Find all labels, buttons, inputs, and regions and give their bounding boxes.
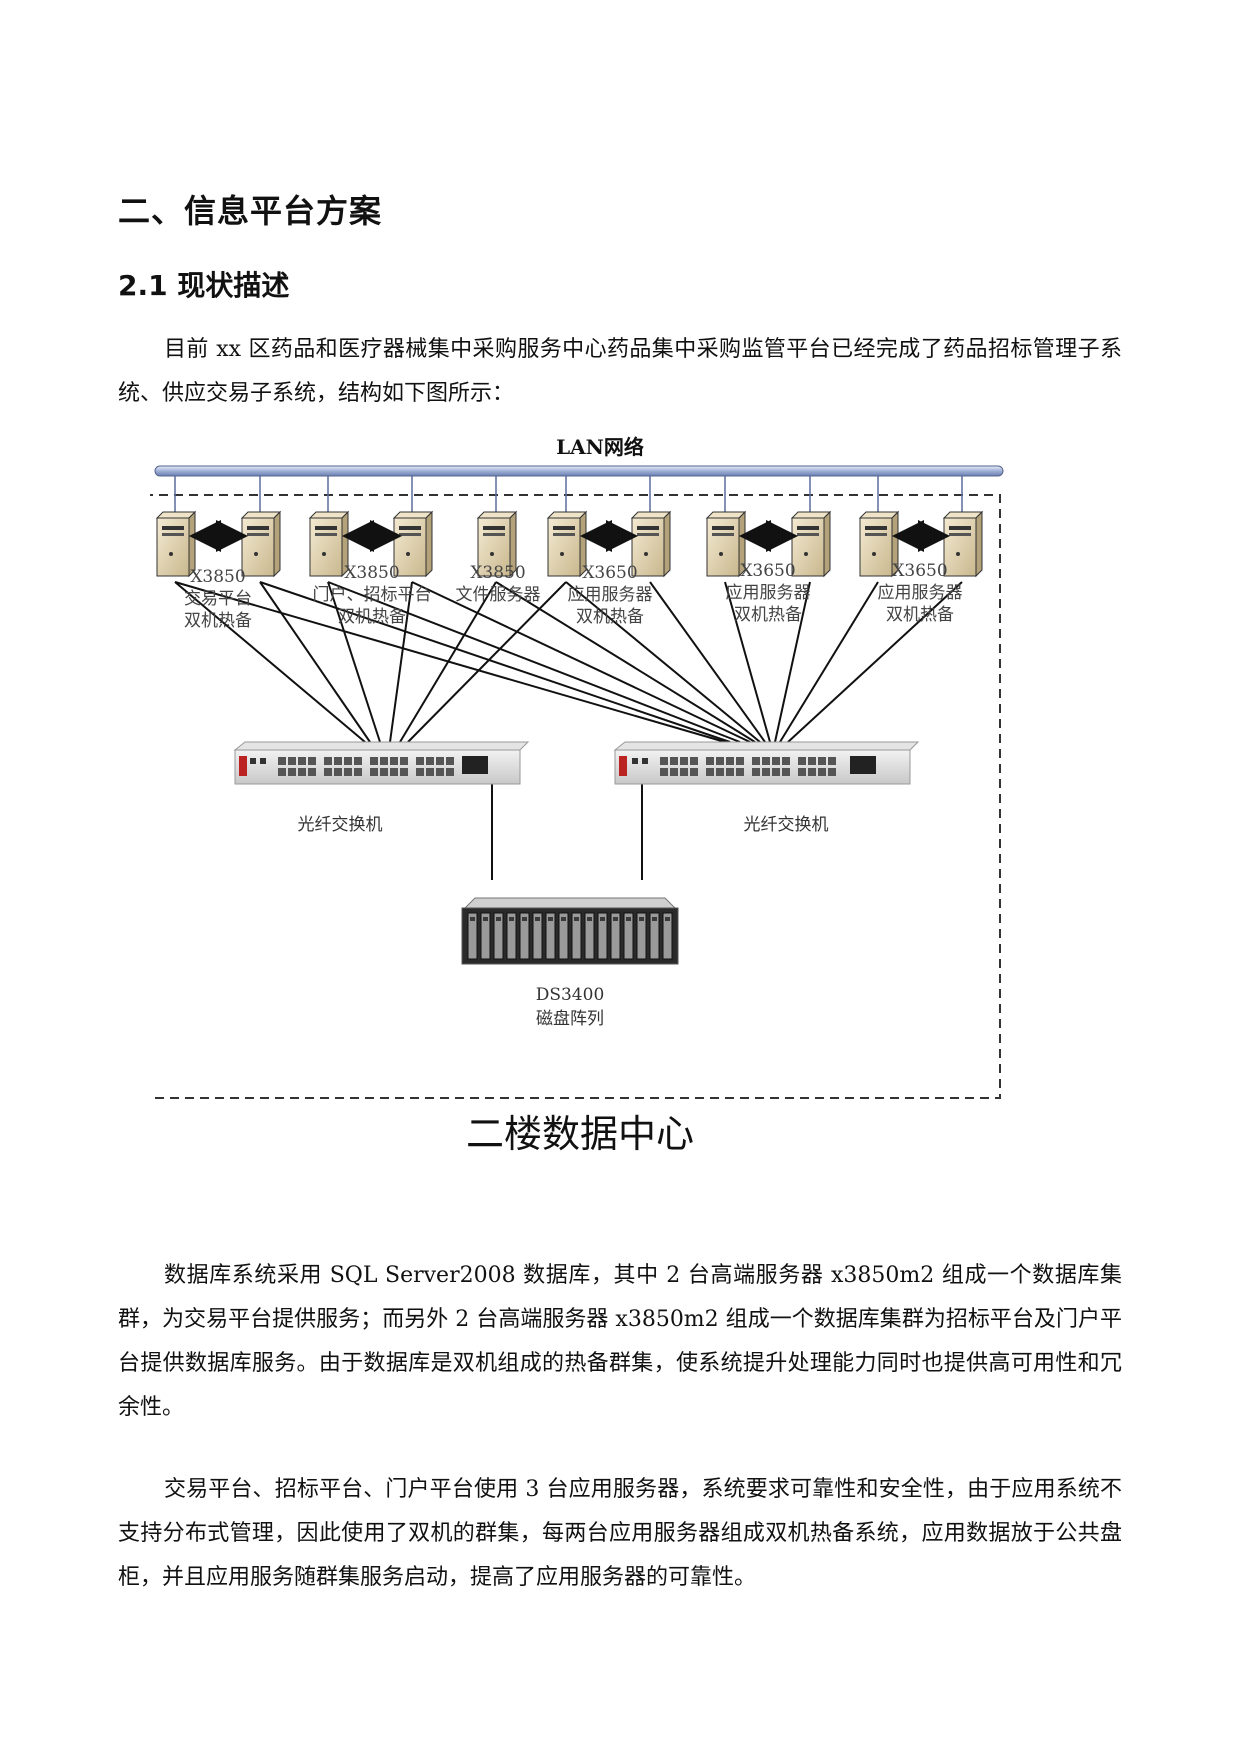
server-icon: [630, 510, 672, 578]
server-icon: [308, 510, 350, 578]
fiber-switch-left: [233, 741, 530, 785]
storage-label: 磁盘阵列: [536, 1009, 604, 1029]
server-group-6-model: X3650: [892, 561, 947, 581]
server-icon: [858, 510, 900, 578]
servers: [155, 510, 984, 578]
server-group-4-model: X3650: [582, 563, 637, 583]
server-group-1-role: 交易平台: [184, 589, 252, 609]
fiber-switch-right: [613, 741, 920, 785]
server-icon: [790, 510, 832, 578]
storage-model: DS3400: [536, 985, 605, 1005]
server-group-5-model: X3650: [740, 561, 795, 581]
switch-left-label: 光纤交换机: [298, 815, 383, 835]
server-group-3-role: 文件服务器: [456, 585, 541, 605]
server-group-6-mode: 双机热备: [886, 605, 954, 625]
server-group-2-mode: 双机热备: [338, 607, 406, 627]
server-group-4-mode: 双机热备: [576, 607, 644, 627]
intro-paragraph: 目前 xx 区药品和医疗器械集中采购服务中心药品集中采购监管平台已经完成了药品招…: [118, 337, 1122, 406]
datacenter-caption: 二楼数据中心: [466, 1112, 694, 1156]
server-icon: [942, 510, 984, 578]
server-group-3-model: X3850: [470, 563, 525, 583]
server-icon: [155, 510, 197, 578]
switch-right-label: 光纤交换机: [744, 815, 829, 835]
lan-label: LAN网络: [556, 435, 644, 459]
section-heading: 二、信息平台方案: [118, 192, 383, 230]
lan-bus: [154, 465, 1004, 477]
server-icon: [240, 510, 282, 578]
subsection-heading: 2.1 现状描述: [118, 269, 290, 302]
server-group-5-role: 应用服务器: [726, 583, 811, 603]
server-group-6-role: 应用服务器: [878, 583, 963, 603]
server-group-4-role: 应用服务器: [568, 585, 653, 605]
server-group-1-mode: 双机热备: [184, 611, 252, 631]
server-icon: [392, 510, 434, 578]
datacenter-boundary: [150, 494, 1001, 1099]
server-group-5-mode: 双机热备: [734, 605, 802, 625]
server-group-1-model: X3850: [190, 567, 245, 587]
disk-bays: [467, 912, 673, 960]
application-paragraph: 交易平台、招标平台、门户平台使用 3 台应用服务器，系统要求可靠性和安全性，由于…: [118, 1477, 1122, 1590]
network-diagram: LAN网络 X3850 交易平台 双机热备: [150, 435, 1004, 1156]
switch-ports-right: [632, 757, 836, 776]
server-icon: [476, 510, 518, 578]
server-icon: [546, 510, 588, 578]
fiber-connections: [174, 581, 963, 880]
database-paragraph: 数据库系统采用 SQL Server2008 数据库，其中 2 台高端服务器 x…: [118, 1263, 1122, 1420]
ds3400-storage: [461, 897, 679, 965]
switch-ports-left: [250, 757, 454, 776]
server-group-2-role: 门户、招标平台: [313, 585, 432, 605]
server-group-2-model: X3850: [344, 563, 399, 583]
server-icon: [705, 510, 747, 578]
